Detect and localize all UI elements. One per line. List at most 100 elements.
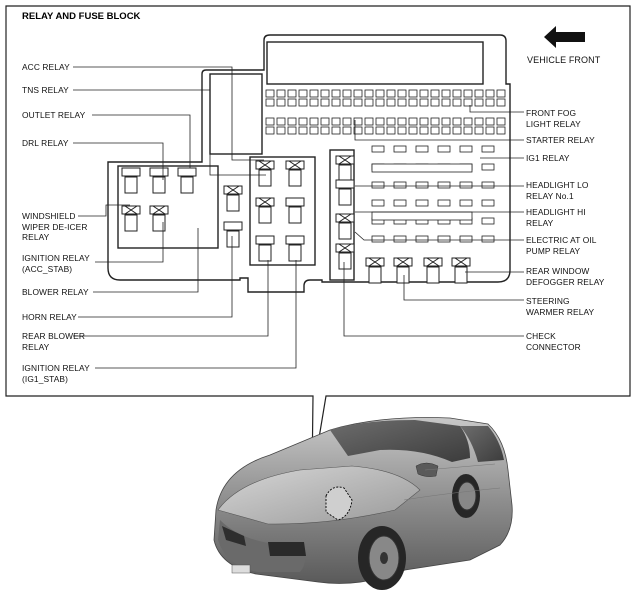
fuse-cell: [397, 126, 407, 135]
relay-top: [177, 167, 197, 177]
relay-unit: [149, 167, 169, 194]
fuse-cell: [386, 126, 396, 135]
relay-unit: [365, 257, 385, 284]
relay-unit: [335, 213, 355, 240]
fuse-cell: [298, 98, 308, 107]
fuse-cell: [265, 126, 275, 135]
relay-body: [338, 164, 352, 182]
fuse-cell: [298, 126, 308, 135]
fuse-cell: [375, 89, 385, 98]
relay-unit: [149, 205, 169, 232]
relay-unit: [285, 235, 305, 262]
fuse-cell: [415, 145, 429, 153]
fuse-block-location: [325, 486, 353, 521]
fuse-cell: [375, 117, 385, 126]
relay-body: [258, 244, 272, 262]
fuse-cell: [481, 145, 495, 153]
fuse-cell: [430, 98, 440, 107]
fuse-cell: [474, 117, 484, 126]
fuse-strip: [371, 163, 473, 173]
relay-body: [368, 266, 382, 284]
ig1-relay-label: IG1 RELAY: [526, 153, 570, 163]
fuse-cell: [459, 235, 473, 243]
fuse-cell: [419, 98, 429, 107]
ign-ig1-relay-label: IGNITION RELAY(IG1_STAB): [22, 363, 90, 384]
fuse-cell: [496, 98, 506, 107]
fuse-cell: [265, 117, 275, 126]
fuse-cell: [408, 89, 418, 98]
fuse-cell: [408, 126, 418, 135]
fuse-cell: [415, 235, 429, 243]
fuse-cell: [463, 117, 473, 126]
relay-unit: [285, 197, 305, 224]
fuse-cell: [276, 98, 286, 107]
fuse-cell: [364, 98, 374, 107]
fuse-cell: [452, 98, 462, 107]
fuse-cell: [430, 117, 440, 126]
fuse-cell: [481, 163, 495, 171]
relay-body: [258, 169, 272, 187]
relay-top: [255, 235, 275, 245]
relay-unit: [451, 257, 471, 284]
relay-body: [338, 188, 352, 206]
relay-top: [121, 167, 141, 177]
relay-body: [454, 266, 468, 284]
fuse-cell: [342, 98, 352, 107]
fuse-cell: [419, 117, 429, 126]
acc-relay-label: ACC RELAY: [22, 62, 70, 72]
relay-body: [338, 222, 352, 240]
relay-body: [338, 252, 352, 270]
fuse-cell: [353, 98, 363, 107]
fuse-cell: [353, 126, 363, 135]
relay-unit: [423, 257, 443, 284]
fuse-cell: [309, 117, 319, 126]
fuse-cell: [375, 98, 385, 107]
relay-unit: [223, 221, 243, 248]
fuse-cell: [298, 89, 308, 98]
relay-top: [335, 179, 355, 189]
fuse-cell: [331, 89, 341, 98]
relay-body: [180, 176, 194, 194]
relay-unit: [335, 243, 355, 270]
relay-body: [226, 194, 240, 212]
fuse-cell: [481, 181, 495, 189]
fuse-cell: [474, 98, 484, 107]
relay-top: [285, 197, 305, 207]
fuse-cell: [393, 235, 407, 243]
fuse-cell: [371, 199, 385, 207]
fuse-cell: [276, 89, 286, 98]
fuse-cell: [408, 117, 418, 126]
fuse-cell: [276, 126, 286, 135]
fuse-cell: [485, 98, 495, 107]
fuse-cell: [474, 89, 484, 98]
relay-body: [258, 206, 272, 224]
relay-top: [223, 221, 243, 231]
fuse-cell: [371, 235, 385, 243]
fuse-cell: [298, 117, 308, 126]
fuse-cell: [441, 98, 451, 107]
fuse-cell: [463, 126, 473, 135]
fuse-cell: [386, 117, 396, 126]
relay-unit: [121, 167, 141, 194]
fuse-cell: [309, 126, 319, 135]
fuse-cell: [485, 126, 495, 135]
relay-top: [285, 235, 305, 245]
fuse-cell: [437, 199, 451, 207]
fuse-cell: [342, 117, 352, 126]
relay-unit: [335, 179, 355, 206]
fuse-cell: [331, 117, 341, 126]
fuse-strip: [371, 211, 473, 221]
car-illustration: [213, 417, 513, 590]
fuse-cell: [265, 89, 275, 98]
horn-relay-label: HORN RELAY: [22, 312, 77, 322]
fuse-cell: [287, 89, 297, 98]
fuse-cell: [452, 117, 462, 126]
relay-body: [124, 214, 138, 232]
fuse-cell: [393, 145, 407, 153]
fuse-cell: [419, 89, 429, 98]
